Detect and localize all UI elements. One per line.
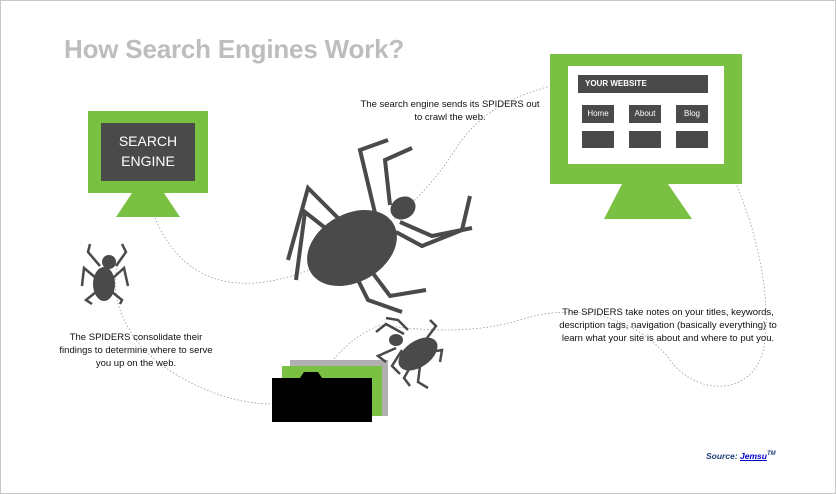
nav-home-label: Home: [587, 109, 609, 118]
search-engine-line2: ENGINE: [121, 153, 175, 169]
website-monitor-icon: [550, 54, 742, 219]
caption-send-spiders: The search engine sends its SPIDERS out …: [360, 99, 540, 123]
nav-blog-label: Blog: [683, 109, 700, 118]
content-block-3: [676, 131, 708, 148]
nav-home-block: [582, 105, 614, 123]
search-engine-monitor-icon: [88, 111, 208, 217]
content-block-2: [629, 131, 661, 148]
content-block-1: [582, 131, 614, 148]
search-engine-line1: SEARCH: [118, 133, 178, 149]
source-prefix: Source:: [706, 451, 741, 461]
your-website-label: YOUR WEBSITE: [585, 79, 647, 88]
caption-consolidate: The SPIDERS consolidate their findings t…: [59, 332, 213, 369]
source-trademark: TM: [766, 451, 776, 458]
nav-blog-block: [676, 105, 708, 123]
small-spider-left-icon: [80, 243, 130, 306]
source-link[interactable]: Jemsu: [740, 451, 767, 461]
website-header-bar: [578, 75, 708, 93]
caption-take-notes: The SPIDERS take notes on your titles, k…: [559, 307, 777, 344]
large-spider-icon: [286, 138, 473, 314]
search-engine-label: SEARCH ENGINE: [103, 131, 193, 171]
source-credit: Source: JemsuTM: [706, 451, 776, 461]
folder-stack-icon: [272, 360, 388, 422]
nav-about-label: About: [634, 109, 656, 118]
page-title: How Search Engines Work?: [64, 34, 405, 64]
nav-about-block: [629, 105, 661, 123]
small-spider-folder-icon: [375, 316, 444, 390]
